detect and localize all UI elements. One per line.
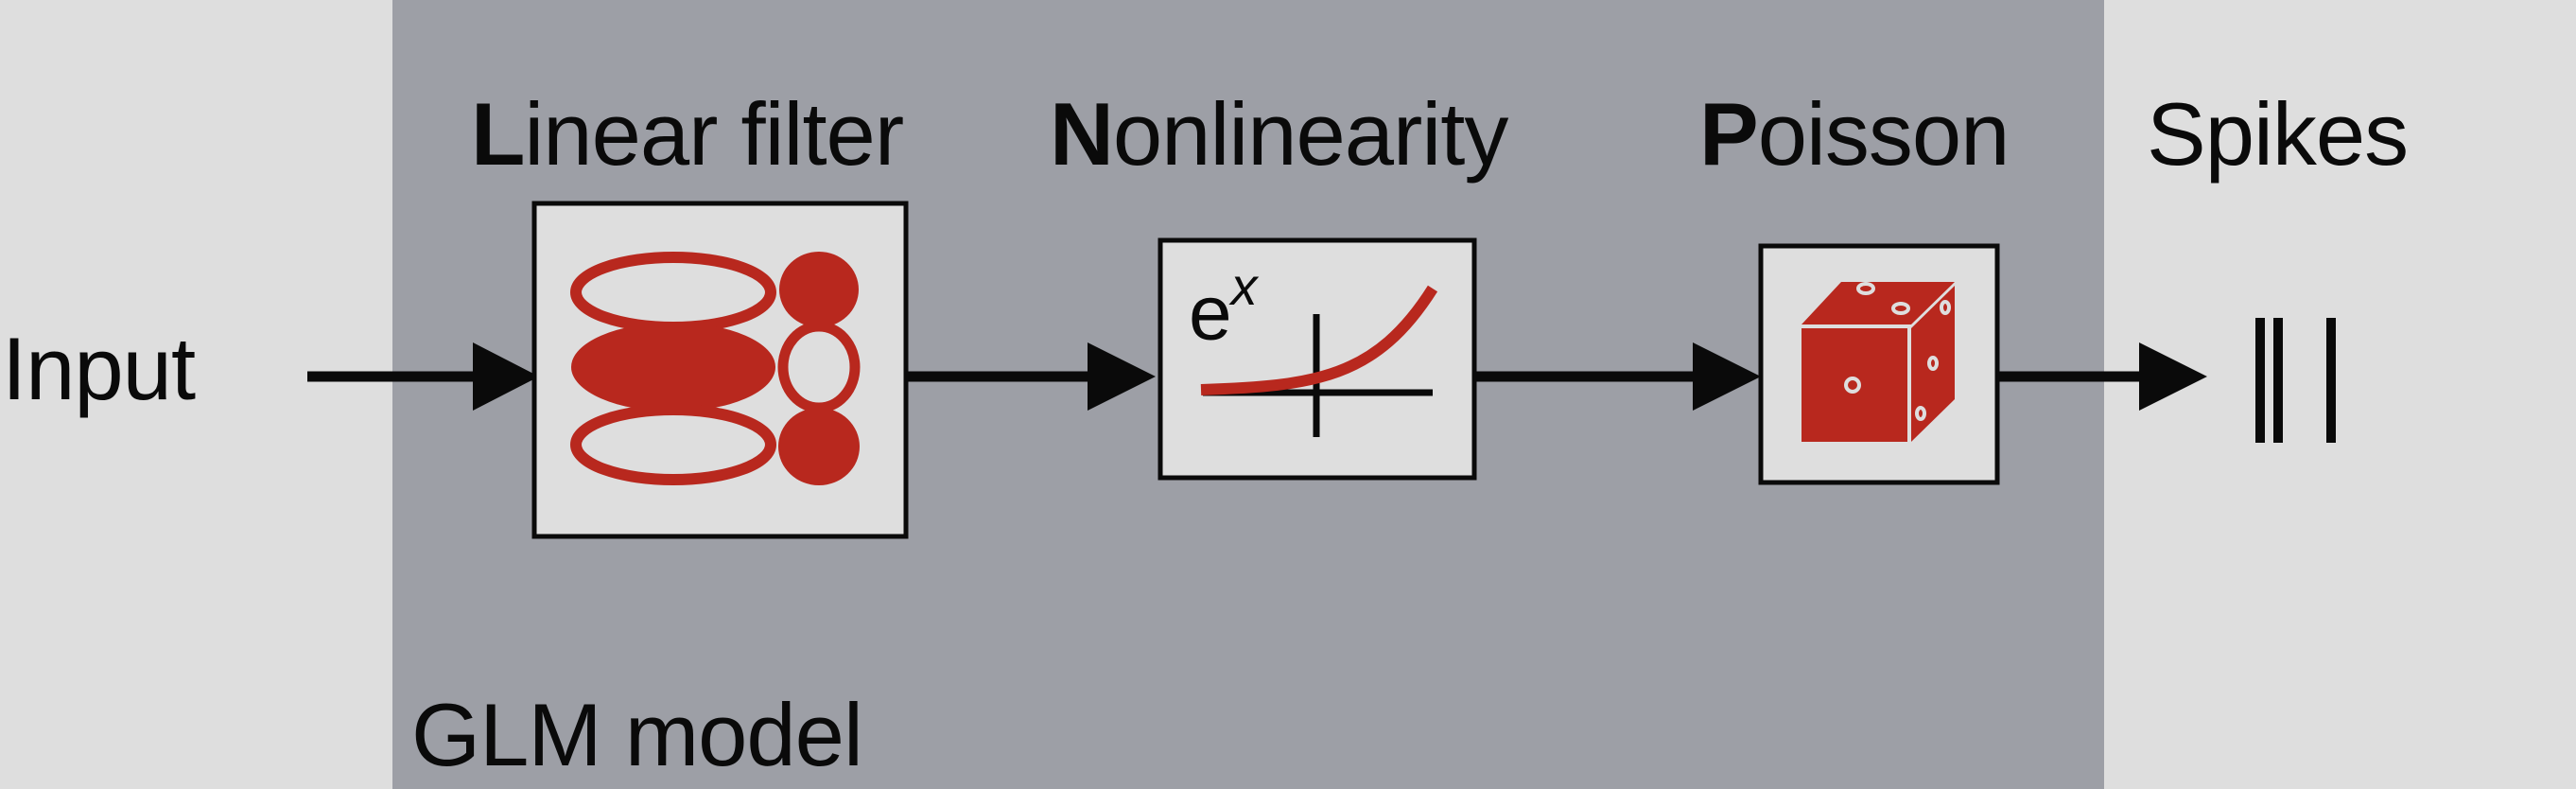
linear-filter-icon	[570, 252, 861, 485]
output-label: Spikes	[2147, 84, 2409, 184]
stage-rest: onlinearity	[1112, 84, 1508, 184]
linear-filter-box	[531, 201, 909, 539]
formula-exponent: x	[1230, 256, 1258, 316]
stage-rest: inear filter	[524, 84, 904, 184]
stage-label-poisson: Poisson	[1699, 90, 2010, 179]
formula-base: e	[1189, 270, 1232, 357]
spike-train-icon	[2255, 318, 2336, 443]
input-label: Input	[2, 319, 196, 418]
stage-initial: P	[1699, 84, 1759, 184]
nonlinearity-to-poisson-arrowhead	[1693, 342, 1761, 411]
stage-rest: oisson	[1757, 84, 2010, 184]
model-label: GLM model	[411, 685, 863, 784]
stage-label-linear-filter: Linear filter	[471, 90, 904, 179]
input-arrowhead	[473, 342, 539, 411]
dice-top-face	[1801, 282, 1955, 324]
stage-label-nonlinearity: Nonlinearity	[1050, 90, 1508, 179]
dice-front-face	[1801, 328, 1907, 442]
poisson-to-spikes-arrowhead	[2139, 342, 2207, 411]
nonlinearity-box	[1157, 237, 1477, 481]
stage-initial: L	[471, 84, 525, 184]
exponential-formula: ex	[1189, 260, 1258, 352]
filter-to-nonlinearity-arrowhead	[1088, 342, 1156, 411]
dice-side-face	[1911, 286, 1955, 442]
dice-icon	[1801, 282, 1955, 442]
poisson-box	[1758, 243, 2000, 485]
stage-initial: N	[1050, 84, 1114, 184]
exponential-curve-icon	[1200, 285, 1438, 437]
